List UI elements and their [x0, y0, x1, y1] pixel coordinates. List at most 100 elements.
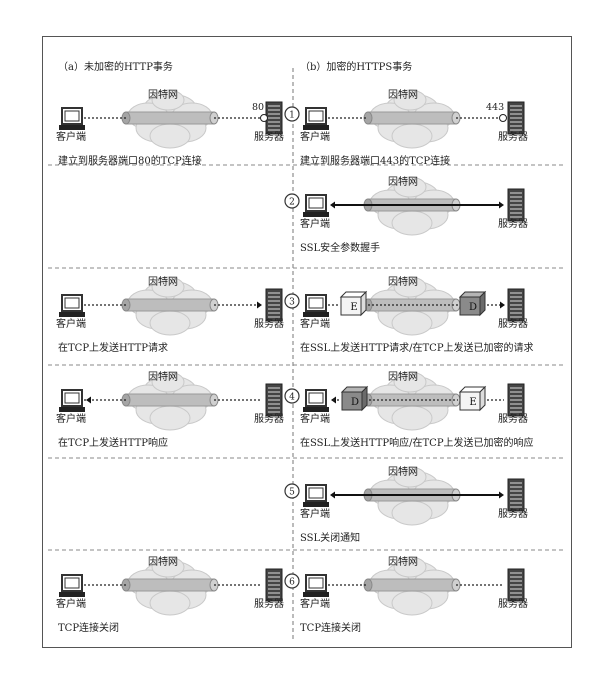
encrypt-cube: E	[458, 385, 487, 412]
response-arrowhead	[86, 396, 91, 404]
keyboard-base	[59, 125, 85, 130]
cloud-puff	[391, 123, 433, 149]
left-cloud-3	[121, 371, 219, 431]
monitor-inner	[64, 297, 80, 309]
internet-label: 因特网	[388, 177, 418, 188]
server-label: 服务器	[254, 414, 284, 425]
step-circle-1	[284, 106, 300, 122]
arrowhead-left	[330, 491, 335, 499]
row-caption: TCP连接关闭	[58, 623, 120, 634]
right-server-5	[507, 568, 525, 602]
row-caption: 在TCP上发送HTTP请求	[58, 343, 169, 354]
cloud-puff	[391, 310, 433, 336]
step-circle-1-number: 1	[289, 111, 295, 121]
cloud-puff	[149, 310, 191, 336]
monitor-inner	[64, 392, 80, 404]
port-label: 80	[252, 102, 265, 113]
left-server-0	[265, 101, 283, 135]
cloud-puff	[149, 123, 191, 149]
cube-letter: E	[469, 397, 476, 408]
server-label: 服务器	[498, 509, 528, 520]
left-cloud-5	[121, 556, 219, 616]
cube-front	[459, 296, 481, 316]
internet-label: 因特网	[388, 467, 418, 478]
right-client-4	[303, 484, 329, 507]
row-caption: TCP连接关闭	[300, 623, 362, 634]
internet-label: 因特网	[388, 90, 418, 101]
right-server-1	[507, 188, 525, 222]
right-cloud-0	[363, 89, 461, 149]
cloud-puff	[391, 590, 433, 616]
keyboard-base	[303, 592, 329, 597]
step-circle-2	[284, 193, 300, 209]
client-label: 客户端	[300, 132, 330, 143]
client-label: 客户端	[300, 414, 330, 425]
right-cloud-3	[363, 371, 461, 431]
keyboard-base	[59, 407, 85, 412]
cloud-puff	[149, 405, 191, 431]
keyboard-base	[303, 312, 329, 317]
step-circle-5	[284, 483, 300, 499]
internet-pipe	[125, 298, 215, 312]
step-circle-4	[284, 388, 300, 404]
right-server-4	[507, 478, 525, 512]
cube-front	[459, 391, 481, 411]
right-cloud-1	[363, 176, 461, 236]
arrowhead-left	[330, 201, 335, 209]
cloud-puff	[393, 466, 427, 488]
encrypt-cube: E	[339, 290, 368, 317]
right-client-0	[303, 107, 329, 130]
left-client-0	[59, 107, 85, 130]
right-client-1	[303, 194, 329, 217]
server-label: 服务器	[498, 414, 528, 425]
cloud-puff	[393, 556, 427, 578]
client-label: 客户端	[56, 319, 86, 330]
internet-label: 因特网	[148, 372, 178, 383]
step-circle-4-number: 4	[289, 393, 295, 403]
figure-frame	[42, 36, 572, 648]
arrowhead-right	[499, 201, 504, 209]
cube-letter: E	[350, 302, 357, 313]
right-cloud-5	[363, 556, 461, 616]
step-circle-2-number: 2	[289, 198, 295, 208]
monitor-inner	[308, 392, 324, 404]
monitor-inner	[308, 110, 324, 122]
monitor-inner	[308, 297, 324, 309]
cube-letter: D	[469, 302, 477, 313]
cloud-puff	[151, 276, 185, 298]
server-label: 服务器	[498, 599, 528, 610]
internet-label: 因特网	[388, 277, 418, 288]
internet-pipe	[367, 111, 457, 125]
internet-pipe	[125, 578, 215, 592]
server-label: 服务器	[254, 319, 284, 330]
right-client-3	[303, 389, 329, 412]
client-label: 客户端	[56, 599, 86, 610]
client-label: 客户端	[56, 132, 86, 143]
right-client-5	[303, 574, 329, 597]
step-circle-6-number: 6	[289, 578, 295, 588]
monitor-inner	[64, 577, 80, 589]
internet-label: 因特网	[148, 557, 178, 568]
left-server-3	[265, 383, 283, 417]
right-cloud-4	[363, 466, 461, 526]
cube-letter: D	[351, 397, 359, 408]
client-label: 客户端	[300, 319, 330, 330]
right-panel-heading: （b）加密的HTTPS事务	[300, 62, 413, 73]
keyboard-base	[59, 592, 85, 597]
server-label: 服务器	[254, 599, 284, 610]
left-panel-heading: （a）未加密的HTTP事务	[58, 62, 173, 73]
right-server-2	[507, 288, 525, 322]
row-caption: 建立到服务器端口80的TCP连接	[58, 156, 202, 167]
cloud-puff	[391, 405, 433, 431]
right-cloud-2	[363, 276, 461, 336]
cloud-puff	[149, 590, 191, 616]
left-server-5	[265, 568, 283, 602]
monitor-inner	[64, 110, 80, 122]
step-circle-6	[284, 573, 300, 589]
right-server-0	[507, 101, 525, 135]
cube-front	[340, 296, 362, 316]
step-circle-3-number: 3	[289, 298, 295, 308]
step-circle-3	[284, 293, 300, 309]
cloud-puff	[393, 89, 427, 111]
cloud-puff	[393, 371, 427, 393]
